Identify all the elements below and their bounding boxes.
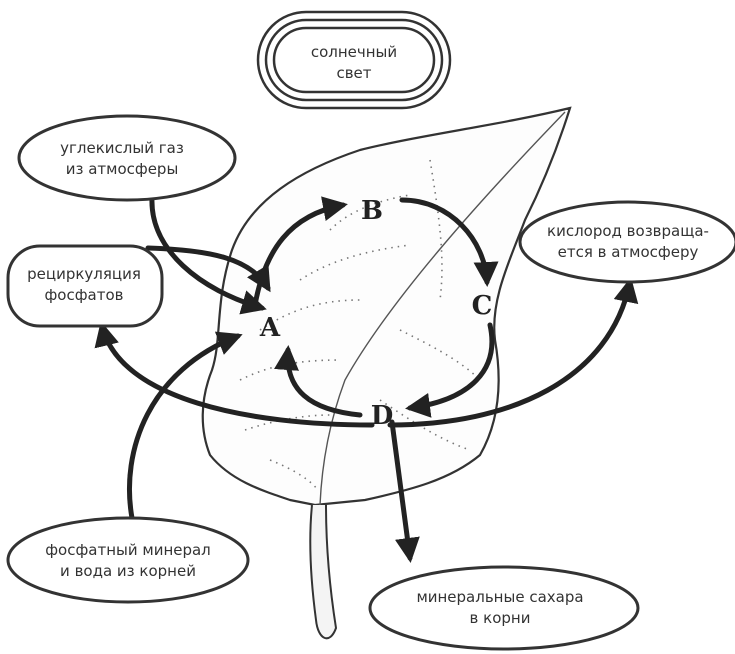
sunlight-label-line2: свет: [336, 64, 371, 82]
sunlight-label-line1: солнечный: [311, 43, 397, 61]
leaf-stem: [310, 505, 336, 638]
oxygen-label-line1: кислород возвраща-: [547, 222, 709, 240]
co2-label-line2: из атмосферы: [66, 160, 179, 178]
sugars-label-line2: в корни: [470, 609, 531, 627]
leaf-illustration: [203, 108, 570, 638]
node-d: D: [371, 401, 394, 431]
co2-label-line1: углекислый газ: [60, 139, 184, 157]
node-a: A: [259, 313, 281, 343]
oxygen-label: кислород возвраща- ется в атмосферу: [520, 202, 735, 282]
sugars-label-line1: минеральные сахара: [416, 588, 583, 606]
minerals-label-line2: и вода из корней: [60, 562, 196, 580]
minerals-label-line1: фосфатный минерал: [45, 541, 211, 559]
minerals-label: фосфатный минерал и вода из корней: [8, 518, 248, 602]
sunlight-box: солнечный свет: [258, 12, 450, 108]
sugars-label: минеральные сахара в корни: [370, 567, 638, 649]
node-b: B: [361, 196, 383, 226]
recycling-label: рециркуляция фосфатов: [8, 246, 162, 326]
oxygen-label-line2: ется в атмосферу: [558, 243, 699, 261]
node-c: C: [472, 291, 493, 321]
co2-label: углекислый газ из атмосферы: [19, 116, 235, 200]
recycling-label-line2: фосфатов: [44, 286, 123, 304]
recycling-label-line1: рециркуляция: [27, 265, 141, 283]
